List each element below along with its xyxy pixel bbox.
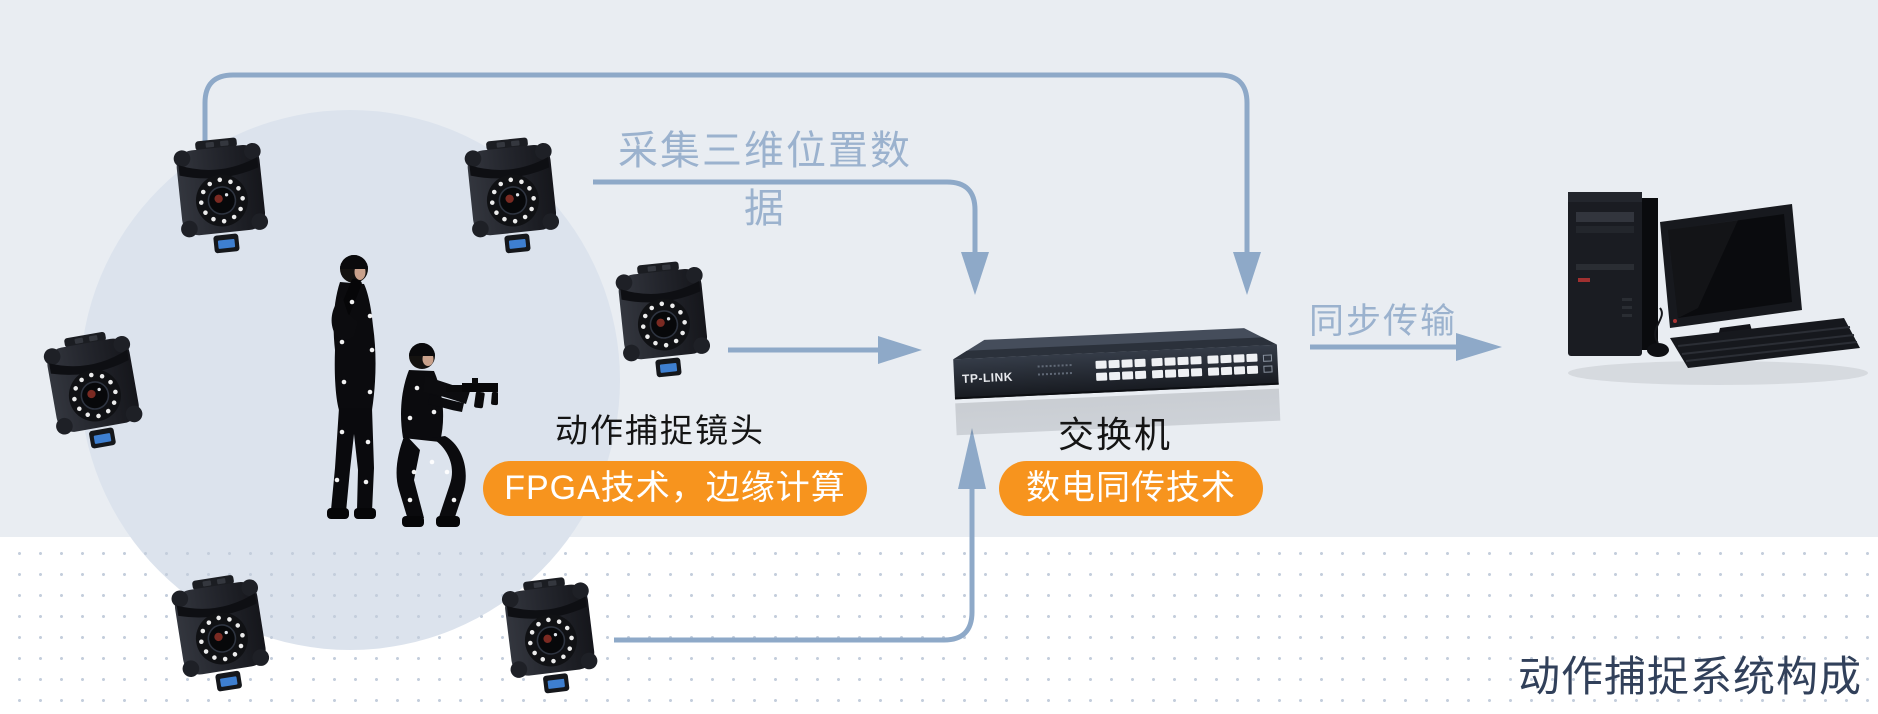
fpga-tech-badge: FPGA技术，边缘计算 <box>483 461 867 516</box>
switch-brand-text: TP-LINK <box>962 370 1013 386</box>
collect-data-label: 采集三维位置数据 <box>618 129 912 231</box>
mocap-camera-icon <box>168 570 274 698</box>
arrowhead-down-collect <box>961 252 989 295</box>
mouse <box>1647 307 1669 357</box>
keyboard <box>1670 318 1860 368</box>
actors-illustration <box>327 255 498 527</box>
sync-transfer-label: 同步传输 <box>1308 302 1457 341</box>
mocap-camera-icon <box>499 573 602 699</box>
monitor <box>1660 204 1802 358</box>
line-collect <box>593 179 978 254</box>
mocap-camera-icon <box>173 137 269 254</box>
mocap-camera-label: 动作捕捉镜头 <box>555 412 765 449</box>
switch-ports <box>1095 353 1273 381</box>
dot-grid <box>0 537 1878 714</box>
arrowhead-right-switch <box>878 336 922 364</box>
arrowhead-right-pc <box>1456 333 1502 361</box>
arrowhead-up-return <box>958 428 986 489</box>
computer-illustration <box>1568 192 1868 385</box>
mocap-camera-icon <box>40 326 148 456</box>
line-bottom-return <box>614 487 975 643</box>
network-switch-illustration: TP-LINK <box>953 328 1281 436</box>
tower <box>1568 192 1658 356</box>
digital-sync-tech-badge: 数电同传技术 <box>999 461 1263 516</box>
line-top-loop <box>202 72 1250 254</box>
mocap-camera-icon <box>613 258 714 382</box>
switch-label: 交换机 <box>1057 414 1172 455</box>
page-title: 动作捕捉系统构成 <box>1517 653 1862 700</box>
arrowhead-down-loop <box>1233 252 1261 295</box>
